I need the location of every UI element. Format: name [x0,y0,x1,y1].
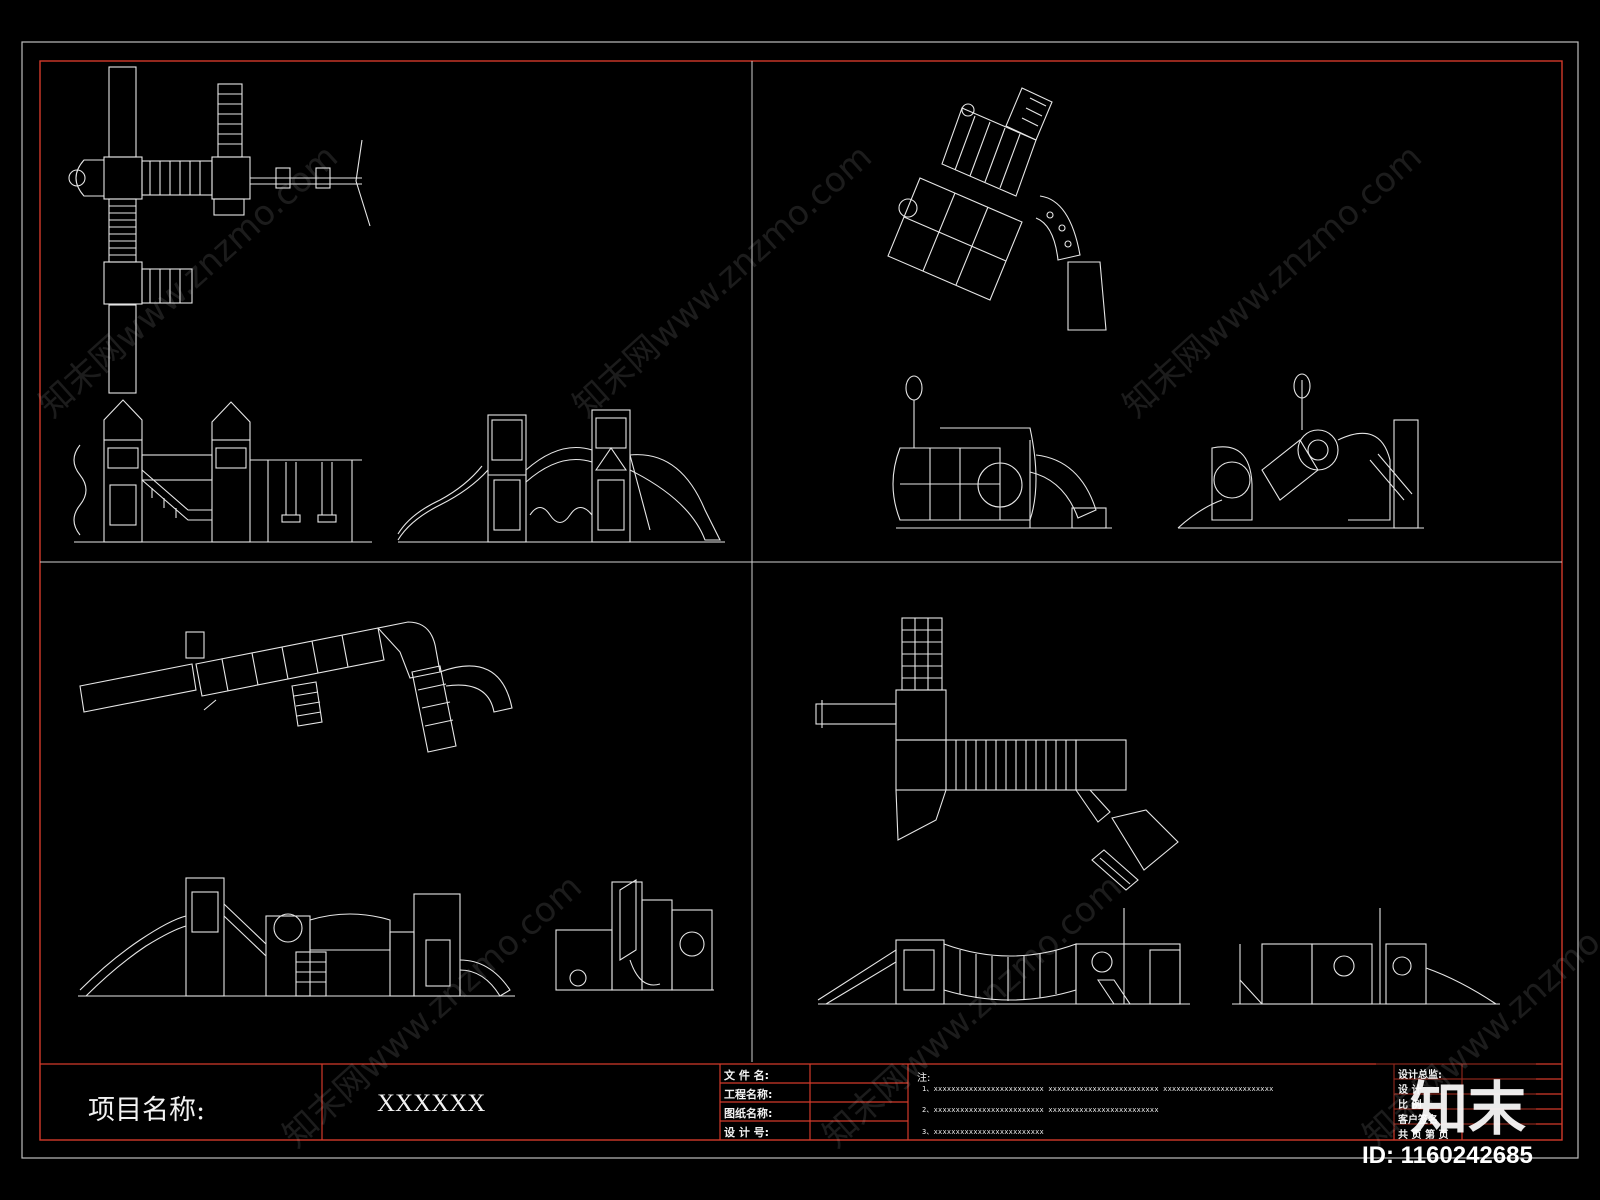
q2-elevation-left [892,375,1112,529]
q4-plan-view [815,617,1179,891]
q2-plan-view [887,87,1107,331]
q2-elevation-right [1177,373,1424,529]
q4-elevation-right [1232,908,1500,1005]
client-signature-field: 客户签名 [1398,1115,1438,1126]
file-name-field: 文 件 名: [724,1069,770,1082]
project-title-field: 工程名称: [724,1088,773,1101]
q1-elevation-right [397,409,725,543]
outer-frame [21,41,1579,1159]
note-line: 3、xxxxxxxxxxxxxxxxxxxxxxxxx [922,1128,1044,1136]
design-number-field: 设 计 号: [724,1126,770,1139]
project-name-label: 项目名称: [88,1095,206,1126]
notes-title: 注: [917,1073,931,1084]
page-count-field: 共 页 第 页 [1398,1130,1449,1141]
designer-field: 设 计 [1398,1085,1422,1096]
note-line: 1、xxxxxxxxxxxxxxxxxxxxxxxxx xxxxxxxxxxxx… [922,1085,1274,1093]
q1-elevation-left [73,399,372,543]
brand-logo: 知末 [1410,1075,1527,1143]
q1-plan-view [68,66,371,394]
q3-elevation-right [555,879,714,991]
scale-field: 比 例 [1398,1100,1422,1111]
brand-logo-box [1376,1060,1536,1130]
q3-plan-view [79,621,513,753]
q3-elevation-left [78,877,515,997]
design-director-field: 设计总监: [1398,1070,1442,1081]
image-id-label: ID: 1160242685 [1362,1142,1533,1169]
inner-red-frame [39,60,1563,1141]
title-block-lines [40,1063,1562,1140]
project-name-value: XXXXXX [377,1090,486,1117]
drawing-name-field: 图纸名称: [724,1107,773,1120]
note-line: 2、xxxxxxxxxxxxxxxxxxxxxxxxx xxxxxxxxxxxx… [922,1106,1159,1114]
q4-elevation-left [817,908,1190,1005]
